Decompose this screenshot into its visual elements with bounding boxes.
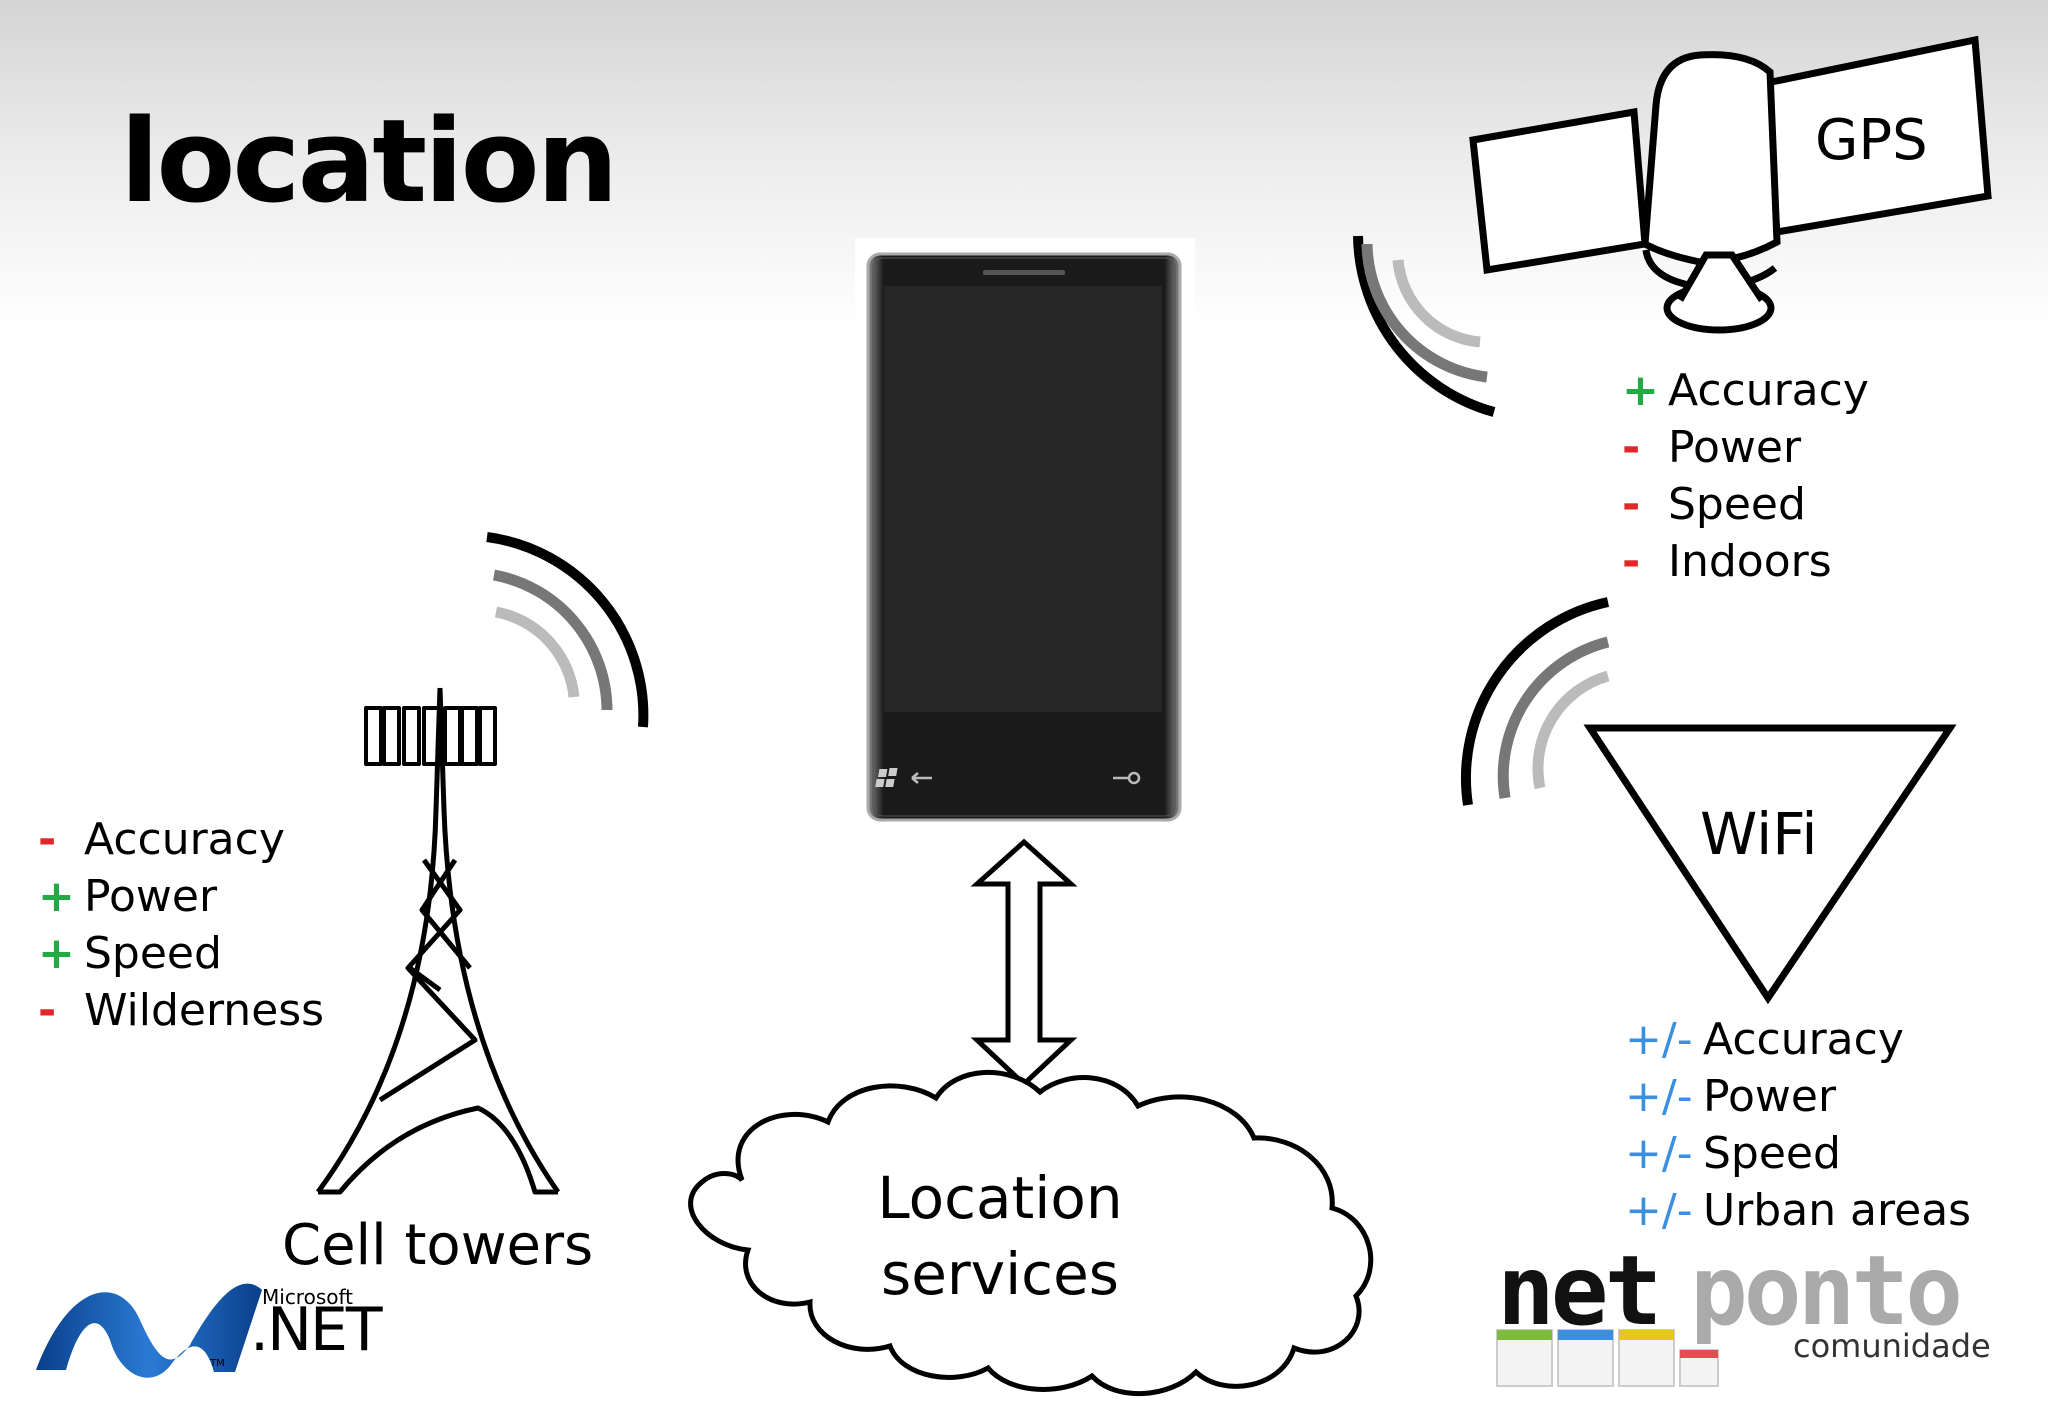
signal-waves-icon <box>486 532 649 728</box>
tradeoff-sign: +/- <box>1625 1185 1693 1236</box>
netponto-logo-icon <box>1496 1329 1719 1387</box>
list-item: -Speed <box>1622 476 1869 533</box>
tradeoff-label: Speed <box>1668 479 1806 530</box>
trademark-mark: TM <box>210 1358 225 1369</box>
location-services-label: Location services <box>877 1164 1123 1308</box>
list-item: -Indoors <box>1622 533 1869 590</box>
cell-tower-icon <box>315 687 561 1195</box>
tradeoff-label: Urban areas <box>1703 1185 1972 1236</box>
netponto-wordmark-ponto: ponto <box>1690 1235 1963 1347</box>
list-item: -Accuracy <box>38 811 324 868</box>
gps-tradeoff-list: +Accuracy -Power -Speed -Indoors <box>1622 362 1869 590</box>
tradeoff-label: Speed <box>84 928 222 979</box>
double-arrow-icon <box>970 838 1078 1088</box>
list-item: +/-Urban areas <box>1625 1182 1971 1239</box>
tradeoff-sign: - <box>1622 536 1641 587</box>
tradeoff-label: Power <box>1703 1071 1837 1122</box>
list-item: +Accuracy <box>1622 362 1869 419</box>
list-item: +/-Accuracy <box>1625 1011 1971 1068</box>
wifi-router-icon <box>1583 724 1957 1005</box>
gps-label: GPS <box>1815 108 1928 173</box>
tradeoff-sign: - <box>1622 479 1641 530</box>
list-item: +/-Power <box>1625 1068 1971 1125</box>
cell-tradeoff-list: -Accuracy +Power +Speed -Wilderness <box>38 811 324 1039</box>
tradeoff-sign: + <box>38 928 75 979</box>
cloud-icon <box>688 1070 1374 1396</box>
tradeoff-label: Indoors <box>1668 536 1832 587</box>
dotnet-wordmark: .NET <box>250 1295 383 1365</box>
tradeoff-label: Speed <box>1703 1128 1841 1179</box>
wifi-label: WiFi <box>1700 800 1818 868</box>
signal-waves-icon <box>1461 597 1610 806</box>
tradeoff-label: Accuracy <box>1703 1014 1904 1065</box>
signal-waves-icon <box>1353 235 1496 417</box>
list-item: +/-Speed <box>1625 1125 1971 1182</box>
page-title: location <box>120 95 618 229</box>
netponto-wordmark-net: net <box>1497 1235 1662 1347</box>
tradeoff-sign: + <box>1622 365 1659 416</box>
wifi-tradeoff-list: +/-Accuracy +/-Power +/-Speed +/-Urban a… <box>1625 1011 1971 1239</box>
tradeoff-label: Accuracy <box>1668 365 1869 416</box>
cell-towers-label: Cell towers <box>282 1213 594 1278</box>
list-item: +Speed <box>38 925 324 982</box>
dotnet-logo-icon <box>36 1283 262 1378</box>
list-item: +Power <box>38 868 324 925</box>
tradeoff-sign: - <box>1622 422 1641 473</box>
phone-icon <box>855 238 1195 828</box>
list-item: -Power <box>1622 419 1869 476</box>
tradeoff-sign: - <box>38 985 57 1036</box>
tradeoff-sign: +/- <box>1625 1014 1693 1065</box>
tradeoff-sign: - <box>38 814 57 865</box>
tradeoff-label: Accuracy <box>84 814 285 865</box>
tradeoff-label: Power <box>1668 422 1802 473</box>
list-item: -Wilderness <box>38 982 324 1039</box>
satellite-icon <box>1469 35 1992 334</box>
netponto-subtitle: comunidade <box>1793 1327 1991 1365</box>
tradeoff-label: Power <box>84 871 218 922</box>
microsoft-wordmark: Microsoft <box>262 1285 354 1309</box>
tradeoff-label: Wilderness <box>84 985 325 1036</box>
tradeoff-sign: +/- <box>1625 1071 1693 1122</box>
tradeoff-sign: +/- <box>1625 1128 1693 1179</box>
tradeoff-sign: + <box>38 871 75 922</box>
